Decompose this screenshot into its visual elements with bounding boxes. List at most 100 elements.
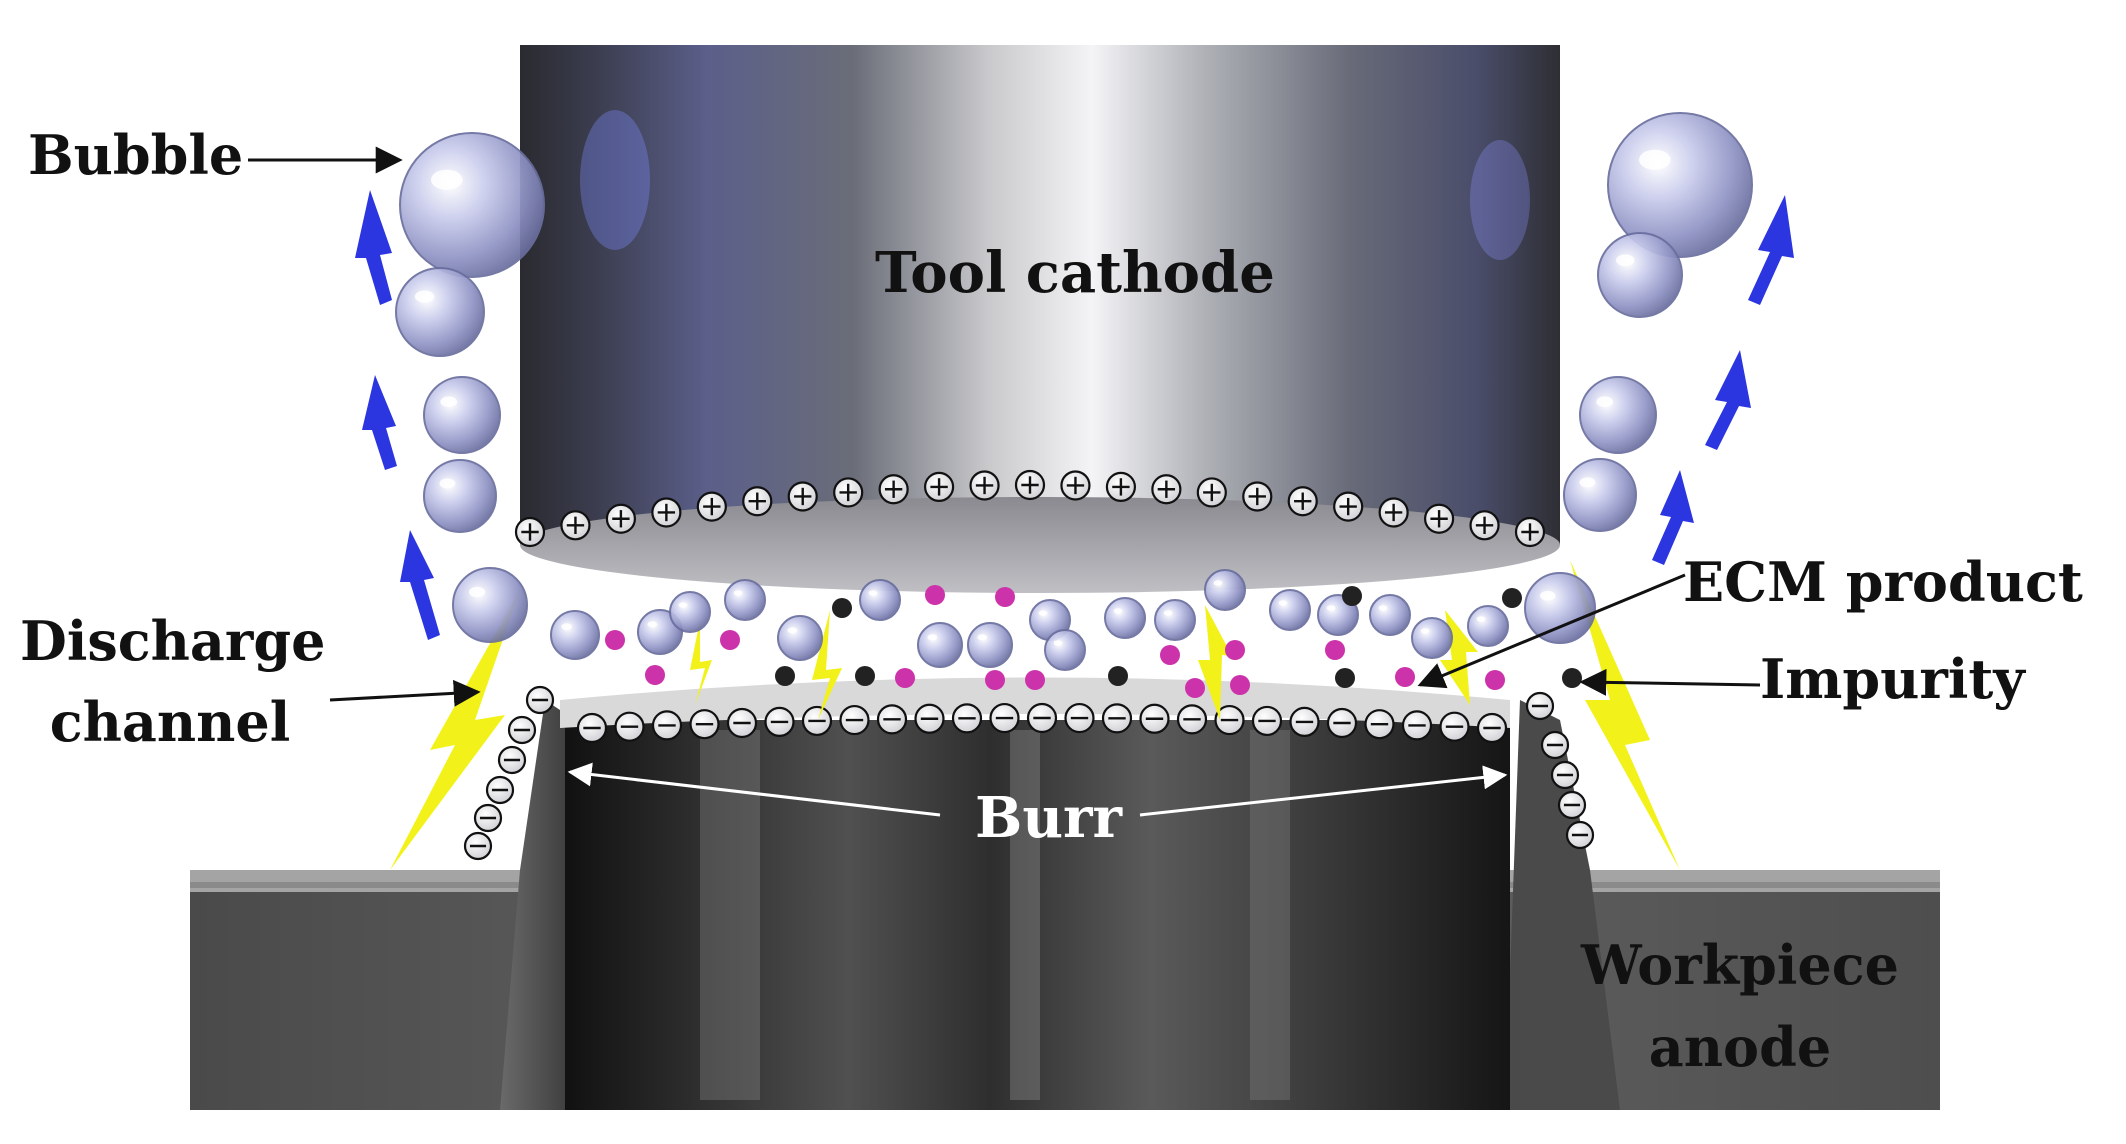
flow-arrow-icon	[1652, 470, 1694, 565]
ecm-product-particle	[1230, 675, 1250, 695]
ecm-product-particle	[995, 587, 1015, 607]
flow-arrows	[355, 190, 1794, 640]
workpiece-anode-label-line2: anode	[1648, 1015, 1832, 1079]
discharge-callout-arrow	[329, 679, 481, 707]
negative-ion-icon	[463, 831, 493, 861]
negative-ion-icon	[1139, 703, 1170, 734]
positive-ion-icon	[1423, 503, 1455, 534]
positive-ion-icon	[514, 516, 546, 548]
negative-ion-icon	[1540, 730, 1570, 760]
impurity-particle	[1502, 588, 1522, 608]
positive-ion-icon	[696, 491, 727, 522]
bubbles	[395, 112, 1753, 671]
bubble-icon	[1579, 376, 1657, 454]
negative-ion-icon	[1476, 712, 1508, 744]
impurity-label: Impurity	[1760, 647, 2025, 711]
discharge-spark	[390, 590, 520, 870]
bubble-icon	[967, 622, 1013, 668]
burr-callout-arrow-left	[567, 762, 941, 817]
discharge-spark	[812, 610, 842, 720]
negative-ion-icon	[473, 803, 503, 833]
ecm-product-particle	[645, 665, 665, 685]
bubble-icon	[1411, 617, 1453, 659]
negative-ion-icon	[764, 706, 795, 738]
ecm-product-particle	[1225, 640, 1245, 660]
bubble-icon	[1607, 112, 1753, 258]
flow-arrow-icon	[355, 190, 392, 305]
negative-ion-icon	[485, 775, 515, 805]
impurity-particle	[832, 598, 852, 618]
impurity-particle	[775, 666, 795, 686]
negative-ion-icon	[1101, 703, 1133, 734]
bubble-icon	[1524, 572, 1596, 644]
negative-ion-icon	[1439, 711, 1470, 742]
negative-ion-icon	[801, 705, 833, 737]
ecm-product-callout-arrow	[1417, 573, 1686, 689]
positive-ion-icon	[1014, 469, 1046, 501]
negative-ion-icon	[1026, 702, 1058, 734]
positive-ion-icon	[1105, 471, 1137, 503]
impurity-particle	[1335, 668, 1355, 688]
hole-wall-left	[500, 700, 575, 1110]
ecm-product-particle	[720, 630, 740, 650]
negative-ion-icon	[989, 702, 1020, 734]
ecm-product-particle	[1395, 667, 1415, 687]
impurity-particle	[1342, 586, 1362, 606]
flow-arrow-icon	[1748, 195, 1794, 305]
impurity-particle	[1108, 666, 1128, 686]
positive-ion-icon	[742, 486, 773, 517]
negative-ion-icon	[1565, 820, 1595, 850]
negative-ion-icon	[651, 710, 683, 741]
negative-ion-icon	[689, 709, 720, 740]
bubble-icon	[395, 267, 485, 357]
negative-ion-icon	[1364, 709, 1395, 740]
workpiece-anode-label-line1: Workpiece	[1581, 933, 1899, 997]
machined-hole	[565, 720, 1510, 1110]
ecm-product-particle	[985, 670, 1005, 690]
negative-ion-icon	[497, 745, 527, 775]
flow-arrow-icon	[400, 530, 440, 640]
ecm-product-particle	[1025, 670, 1045, 690]
ecm-product-label: ECM product	[1683, 550, 2083, 614]
negative-ion-layer	[463, 685, 1595, 861]
ecm-product-particle	[895, 668, 915, 688]
bubble-icon	[550, 610, 600, 660]
burr-label: Burr	[975, 785, 1123, 851]
negative-ion-icon	[1401, 710, 1433, 741]
ecm-product-particle	[1160, 645, 1180, 665]
bubble-icon	[724, 579, 766, 621]
flow-arrow-icon	[362, 375, 397, 470]
positive-ion-icon	[787, 481, 818, 512]
positive-ion-icon	[923, 471, 955, 503]
bubble-icon	[1269, 589, 1311, 631]
positive-ion-icon	[969, 470, 1000, 501]
bubble-icon	[669, 591, 711, 633]
negative-ion-icon	[1557, 790, 1587, 820]
negative-ion-icon	[1326, 707, 1358, 739]
impurity-particle	[1562, 668, 1582, 688]
positive-ion-icon	[1333, 491, 1364, 522]
negative-ion-icon	[726, 707, 758, 739]
bubble-icon	[1369, 594, 1411, 636]
positive-ion-icon	[1060, 470, 1091, 501]
negative-ion-icon	[1214, 704, 1245, 736]
bubble-icon	[917, 622, 963, 668]
impurity-callout-arrow	[1579, 668, 1761, 696]
bubble-icon	[399, 132, 545, 278]
bubble-icon	[423, 459, 497, 533]
negative-ion-icon	[507, 715, 537, 745]
negative-ion-icon	[576, 712, 608, 744]
bubble-icon	[1597, 232, 1683, 318]
positive-ion-layer	[514, 469, 1546, 548]
negative-ion-icon	[951, 703, 983, 734]
negative-ion-icon	[525, 685, 555, 715]
bubble-icon	[1467, 605, 1509, 647]
particles	[605, 585, 1582, 698]
negative-ion-icon	[1525, 691, 1555, 721]
positive-ion-icon	[1469, 510, 1500, 541]
positive-ion-icon	[1196, 477, 1227, 508]
negative-ion-icon	[1176, 704, 1208, 735]
tool-cathode-label: Tool cathode	[875, 240, 1275, 306]
